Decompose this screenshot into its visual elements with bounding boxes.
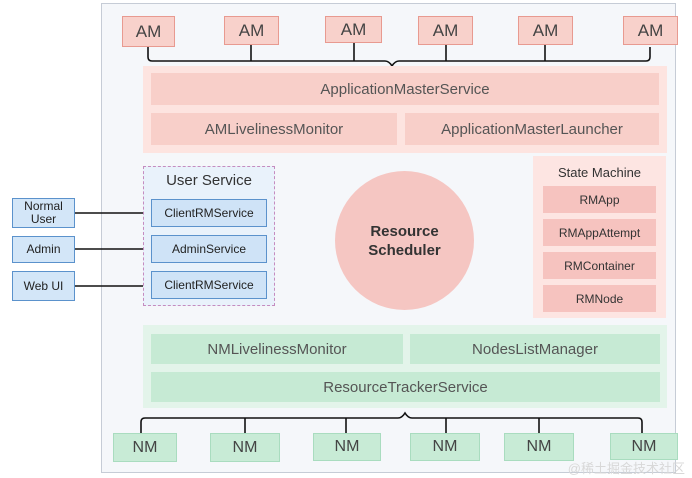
am-node: AM — [418, 16, 473, 45]
nm-node: NM — [504, 433, 574, 461]
scheduler-label-line1: Resource — [370, 222, 439, 240]
application-master-service: ApplicationMasterService — [151, 73, 659, 105]
watermark: @稀土掘金技术社区 — [567, 461, 685, 476]
am-node: AM — [325, 16, 382, 43]
nodes-list-manager: NodesListManager — [410, 334, 660, 364]
nm-node: NM — [610, 433, 678, 460]
state-machine-title: State Machine — [557, 165, 642, 180]
am-liveliness-monitor: AMLivelinessMonitor — [151, 113, 397, 145]
normal-user-client: Normal User — [12, 198, 75, 228]
am-bracket — [147, 47, 651, 68]
am-node: AM — [623, 16, 678, 45]
nm-node: NM — [210, 433, 280, 462]
nm-liveliness-monitor: NMLivelinessMonitor — [151, 334, 403, 364]
rm-container: RMContainer — [543, 252, 656, 279]
nm-node: NM — [410, 433, 480, 461]
client-label: Admin — [26, 242, 61, 256]
application-master-launcher: ApplicationMasterLauncher — [405, 113, 659, 145]
client-rm-service-web: ClientRMService — [151, 271, 267, 299]
client-label: Web UI — [23, 278, 64, 293]
admin-client: Admin — [12, 236, 75, 263]
am-node: AM — [518, 16, 573, 45]
nm-bracket — [140, 411, 643, 433]
user-service-title: User Service — [166, 172, 252, 189]
rm-app-attempt: RMAppAttempt — [543, 219, 656, 246]
rm-node: RMNode — [543, 285, 656, 312]
nm-node: NM — [113, 433, 177, 462]
nm-node: NM — [313, 433, 381, 461]
resource-tracker-service: ResourceTrackerService — [151, 372, 660, 402]
client-rm-service: ClientRMService — [151, 199, 267, 227]
am-node: AM — [122, 16, 175, 47]
resource-scheduler: Resource Scheduler — [335, 171, 474, 310]
admin-service: AdminService — [151, 235, 267, 263]
client-label-line2: User — [30, 212, 57, 226]
rm-app: RMApp — [543, 186, 656, 213]
am-node: AM — [224, 16, 279, 45]
client-label-line1: Normal — [24, 199, 63, 213]
web-ui-client: Web UI — [12, 271, 75, 301]
scheduler-label-line2: Scheduler — [368, 241, 441, 259]
